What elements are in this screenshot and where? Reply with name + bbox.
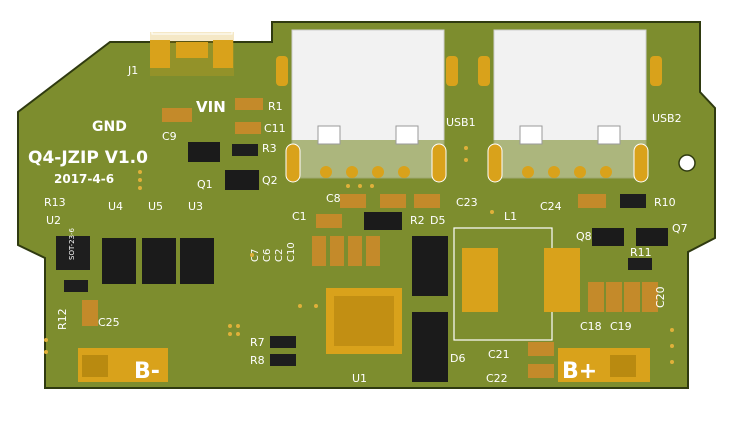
u2-package: SOT-23-6	[68, 227, 76, 260]
vin-label: VIN	[196, 98, 226, 116]
board-title: Q4-JZIP V1.0	[28, 148, 148, 168]
ref-q8: Q8	[576, 230, 592, 243]
ref-c6: C6	[262, 249, 273, 262]
ref-d5: D5	[430, 214, 445, 227]
ref-c7: C7	[250, 249, 261, 262]
q8-chip	[592, 228, 624, 246]
ref-c25: C25	[98, 316, 120, 329]
q7-chip	[636, 228, 668, 246]
usb2-label: USB2	[652, 112, 682, 125]
ref-c21: C21	[488, 348, 510, 361]
via-field	[44, 146, 674, 364]
ref-r1: R1	[268, 100, 283, 113]
ref-c10: C10	[286, 242, 297, 262]
u5-chip	[142, 238, 176, 284]
bplus-label: B+	[562, 359, 597, 384]
board-date: 2017-4-6	[54, 172, 114, 186]
bminus-label: B-	[134, 359, 160, 384]
ref-r8: R8	[250, 354, 265, 367]
ref-d6: D6	[450, 352, 465, 365]
ref-c22: C22	[486, 372, 508, 385]
u3-chip	[180, 238, 214, 284]
ref-r10: R10	[654, 196, 676, 209]
ref-c9: C9	[162, 130, 177, 143]
ref-c23: C23	[456, 196, 478, 209]
q1-chip	[188, 142, 220, 162]
ref-r7: R7	[250, 336, 265, 349]
ref-r3: R3	[262, 142, 277, 155]
ref-u3: U3	[188, 200, 203, 213]
ref-c19: C19	[610, 320, 632, 333]
ref-q7: Q7	[672, 222, 688, 235]
ref-j1: J1	[127, 64, 138, 77]
ref-u5: U5	[148, 200, 163, 213]
d6-chip	[412, 312, 448, 382]
usb2-footprint	[478, 29, 662, 183]
ref-u1: U1	[352, 372, 367, 385]
ref-r13: R13	[44, 196, 66, 209]
ref-r2: R2	[410, 214, 425, 227]
d5-chip	[412, 236, 448, 296]
ref-c24: C24	[540, 200, 562, 213]
usb1-label: USB1	[446, 116, 476, 129]
ref-q2: Q2	[262, 174, 278, 187]
mounting-hole	[678, 154, 696, 172]
ref-c2: C2	[274, 249, 285, 262]
ref-r11: R11	[630, 246, 652, 259]
ref-u2: U2	[46, 214, 61, 227]
ref-c1: C1	[292, 210, 307, 223]
q2-chip	[225, 170, 259, 190]
ref-c18: C18	[580, 320, 602, 333]
ref-c11: C11	[264, 122, 286, 135]
ref-u4: U4	[108, 200, 123, 213]
j1-connector	[150, 27, 234, 76]
usb1-footprint	[276, 29, 458, 183]
u4-chip	[102, 238, 136, 284]
ref-r12: R12	[56, 308, 69, 330]
ref-c8: C8	[326, 192, 341, 205]
ref-l1: L1	[504, 210, 517, 223]
u2-chip	[56, 236, 90, 270]
gnd-label: GND	[92, 119, 127, 135]
ref-c20: C20	[654, 286, 667, 308]
ref-q1: Q1	[197, 178, 213, 191]
